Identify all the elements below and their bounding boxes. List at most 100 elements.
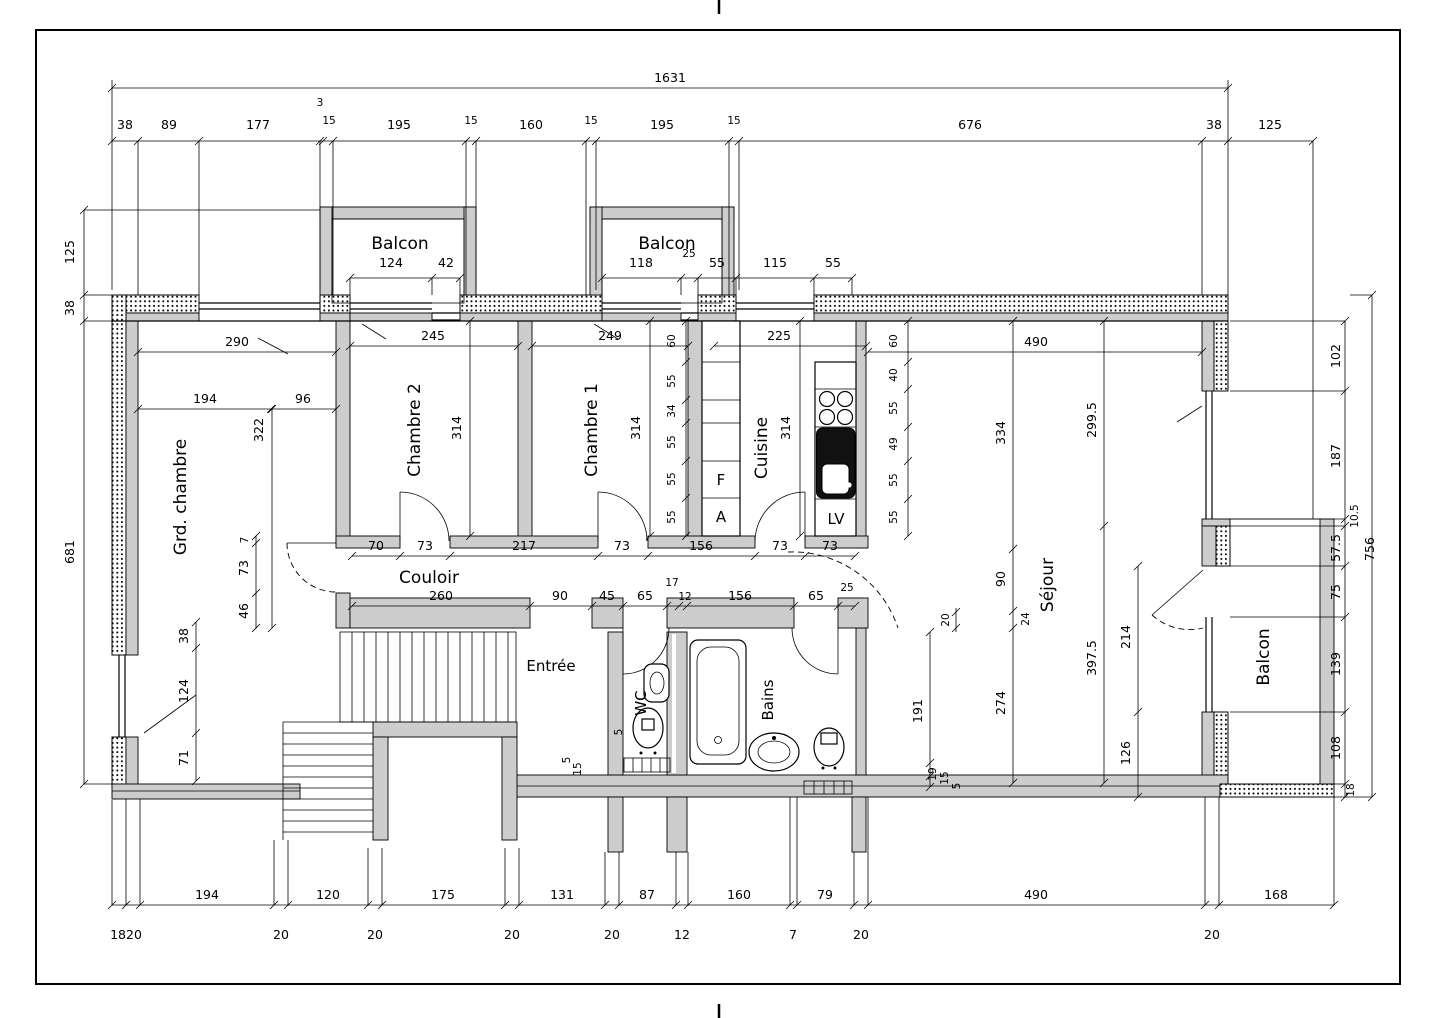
- dimension-label: 55: [825, 255, 841, 270]
- dimension-label: 79: [817, 887, 833, 902]
- dimension-label: 15: [322, 115, 335, 127]
- dimension-label: 57.5: [1328, 534, 1343, 562]
- dimension-label: 490: [1024, 334, 1048, 349]
- room-label-chambre-1: Chambre 1: [582, 383, 602, 477]
- dimension-label: 55: [666, 510, 678, 523]
- dimension-label: 73: [614, 538, 630, 553]
- room-label-sejour: Séjour: [1038, 558, 1058, 612]
- cabinet-label-f: F: [717, 471, 726, 489]
- dimension-label: 260: [429, 588, 453, 603]
- dimension-label: 55: [888, 510, 900, 523]
- room-label-cuisine: Cuisine: [752, 417, 772, 479]
- dimension-label: 38: [117, 117, 133, 132]
- dimension-label: 15: [727, 115, 740, 127]
- dimension-label: 160: [727, 887, 751, 902]
- dimension-label: 20: [504, 927, 520, 942]
- dimension-label: 5: [951, 783, 963, 790]
- dimension-label: 15: [572, 762, 584, 775]
- dimension-label: 15: [584, 115, 597, 127]
- doors: [286, 491, 1204, 675]
- dimension-lines: [79, 80, 1377, 910]
- dimension-label: 55: [709, 255, 725, 270]
- dimension-label: 194: [193, 391, 217, 406]
- cooktop: [818, 390, 854, 426]
- dimension-label: 40: [888, 368, 900, 381]
- balcony-top-left: [319, 206, 477, 304]
- left-wall: [111, 294, 139, 788]
- dimension-label: 20: [853, 927, 869, 942]
- dimension-label: 73: [417, 538, 433, 553]
- dimension-label: 73: [236, 560, 251, 576]
- room-label-grande-chambre: Grd. chambre: [171, 439, 191, 555]
- dimension-label: 187: [1328, 444, 1343, 468]
- dimension-label: 96: [295, 391, 311, 406]
- dimension-label: 90: [993, 571, 1008, 587]
- dimension-label: 756: [1362, 537, 1377, 561]
- sheet-border: [35, 0, 1401, 1018]
- dimension-label: 55: [666, 435, 678, 448]
- dimension-label: 73: [772, 538, 788, 553]
- staircase: [282, 631, 518, 841]
- dimension-label: 20: [273, 927, 289, 942]
- dimension-label: 1820: [110, 927, 142, 942]
- dimension-label: 15: [464, 115, 477, 127]
- dimension-label: 25: [840, 582, 853, 594]
- dimension-label: 20: [367, 927, 383, 942]
- balcony-right: [1219, 518, 1335, 798]
- dimension-label: 156: [689, 538, 713, 553]
- dimension-label: 397.5: [1084, 640, 1099, 676]
- interior-walls: [335, 320, 869, 776]
- dimension-label: 15: [939, 771, 951, 784]
- dimension-label: 10.5: [1349, 504, 1361, 527]
- dimension-label: 75: [1328, 584, 1343, 600]
- dimension-label: 195: [387, 117, 411, 132]
- room-label-wc: WC: [632, 690, 650, 715]
- kitchen-sink: [816, 427, 856, 499]
- dimension-label: 3: [317, 97, 324, 109]
- dimension-label: 25: [682, 248, 695, 260]
- dimension-label: 90: [552, 588, 568, 603]
- dimension-label: 38: [1206, 117, 1222, 132]
- dimension-label: 126: [1118, 741, 1133, 765]
- dimension-label: 676: [958, 117, 982, 132]
- dimension-label: 299.5: [1084, 402, 1099, 438]
- radiator: [803, 780, 853, 795]
- dimension-label: 108: [1328, 736, 1343, 760]
- room-label-balcon-right: Balcon: [1254, 628, 1274, 685]
- dimension-label: 20: [1204, 927, 1220, 942]
- dimension-label: 102: [1328, 344, 1343, 368]
- right-wall: [1201, 320, 1231, 785]
- bathtub: [689, 639, 747, 765]
- dimension-label: 87: [639, 887, 655, 902]
- dimension-label: 55: [888, 473, 900, 486]
- wc-basin: [643, 663, 670, 703]
- dimension-label: 71: [176, 750, 191, 766]
- dimension-label: 73: [822, 538, 838, 553]
- dimension-label: 194: [195, 887, 219, 902]
- dimension-label: 1631: [654, 70, 686, 85]
- dimension-label: 20: [940, 613, 952, 626]
- dimension-label: 214: [1118, 625, 1133, 649]
- dimension-label: 20: [604, 927, 620, 942]
- dimension-label: 322: [251, 418, 266, 442]
- dimension-label: 490: [1024, 887, 1048, 902]
- cabinet-label-a: A: [716, 508, 727, 526]
- bottom-wall: [111, 774, 1229, 853]
- dimension-label: 225: [767, 328, 791, 343]
- top-wall: [111, 294, 1229, 322]
- dimension-label: 175: [431, 887, 455, 902]
- room-label-balcon-left: Balcon: [371, 234, 428, 254]
- dimension-label: 249: [598, 328, 622, 343]
- dimension-label: 7: [789, 927, 797, 942]
- exterior-walls: [111, 294, 1231, 853]
- dimension-label: 5: [613, 729, 625, 736]
- bathroom-fixtures: [623, 639, 853, 795]
- dimension-label: 195: [650, 117, 674, 132]
- toilet-wc: [623, 707, 671, 773]
- dimension-label: 314: [628, 416, 643, 440]
- dimension-label: 60: [666, 334, 678, 347]
- dimension-label: 124: [176, 679, 191, 703]
- dimension-label: 34: [666, 404, 678, 418]
- dimension-label: 314: [778, 416, 793, 440]
